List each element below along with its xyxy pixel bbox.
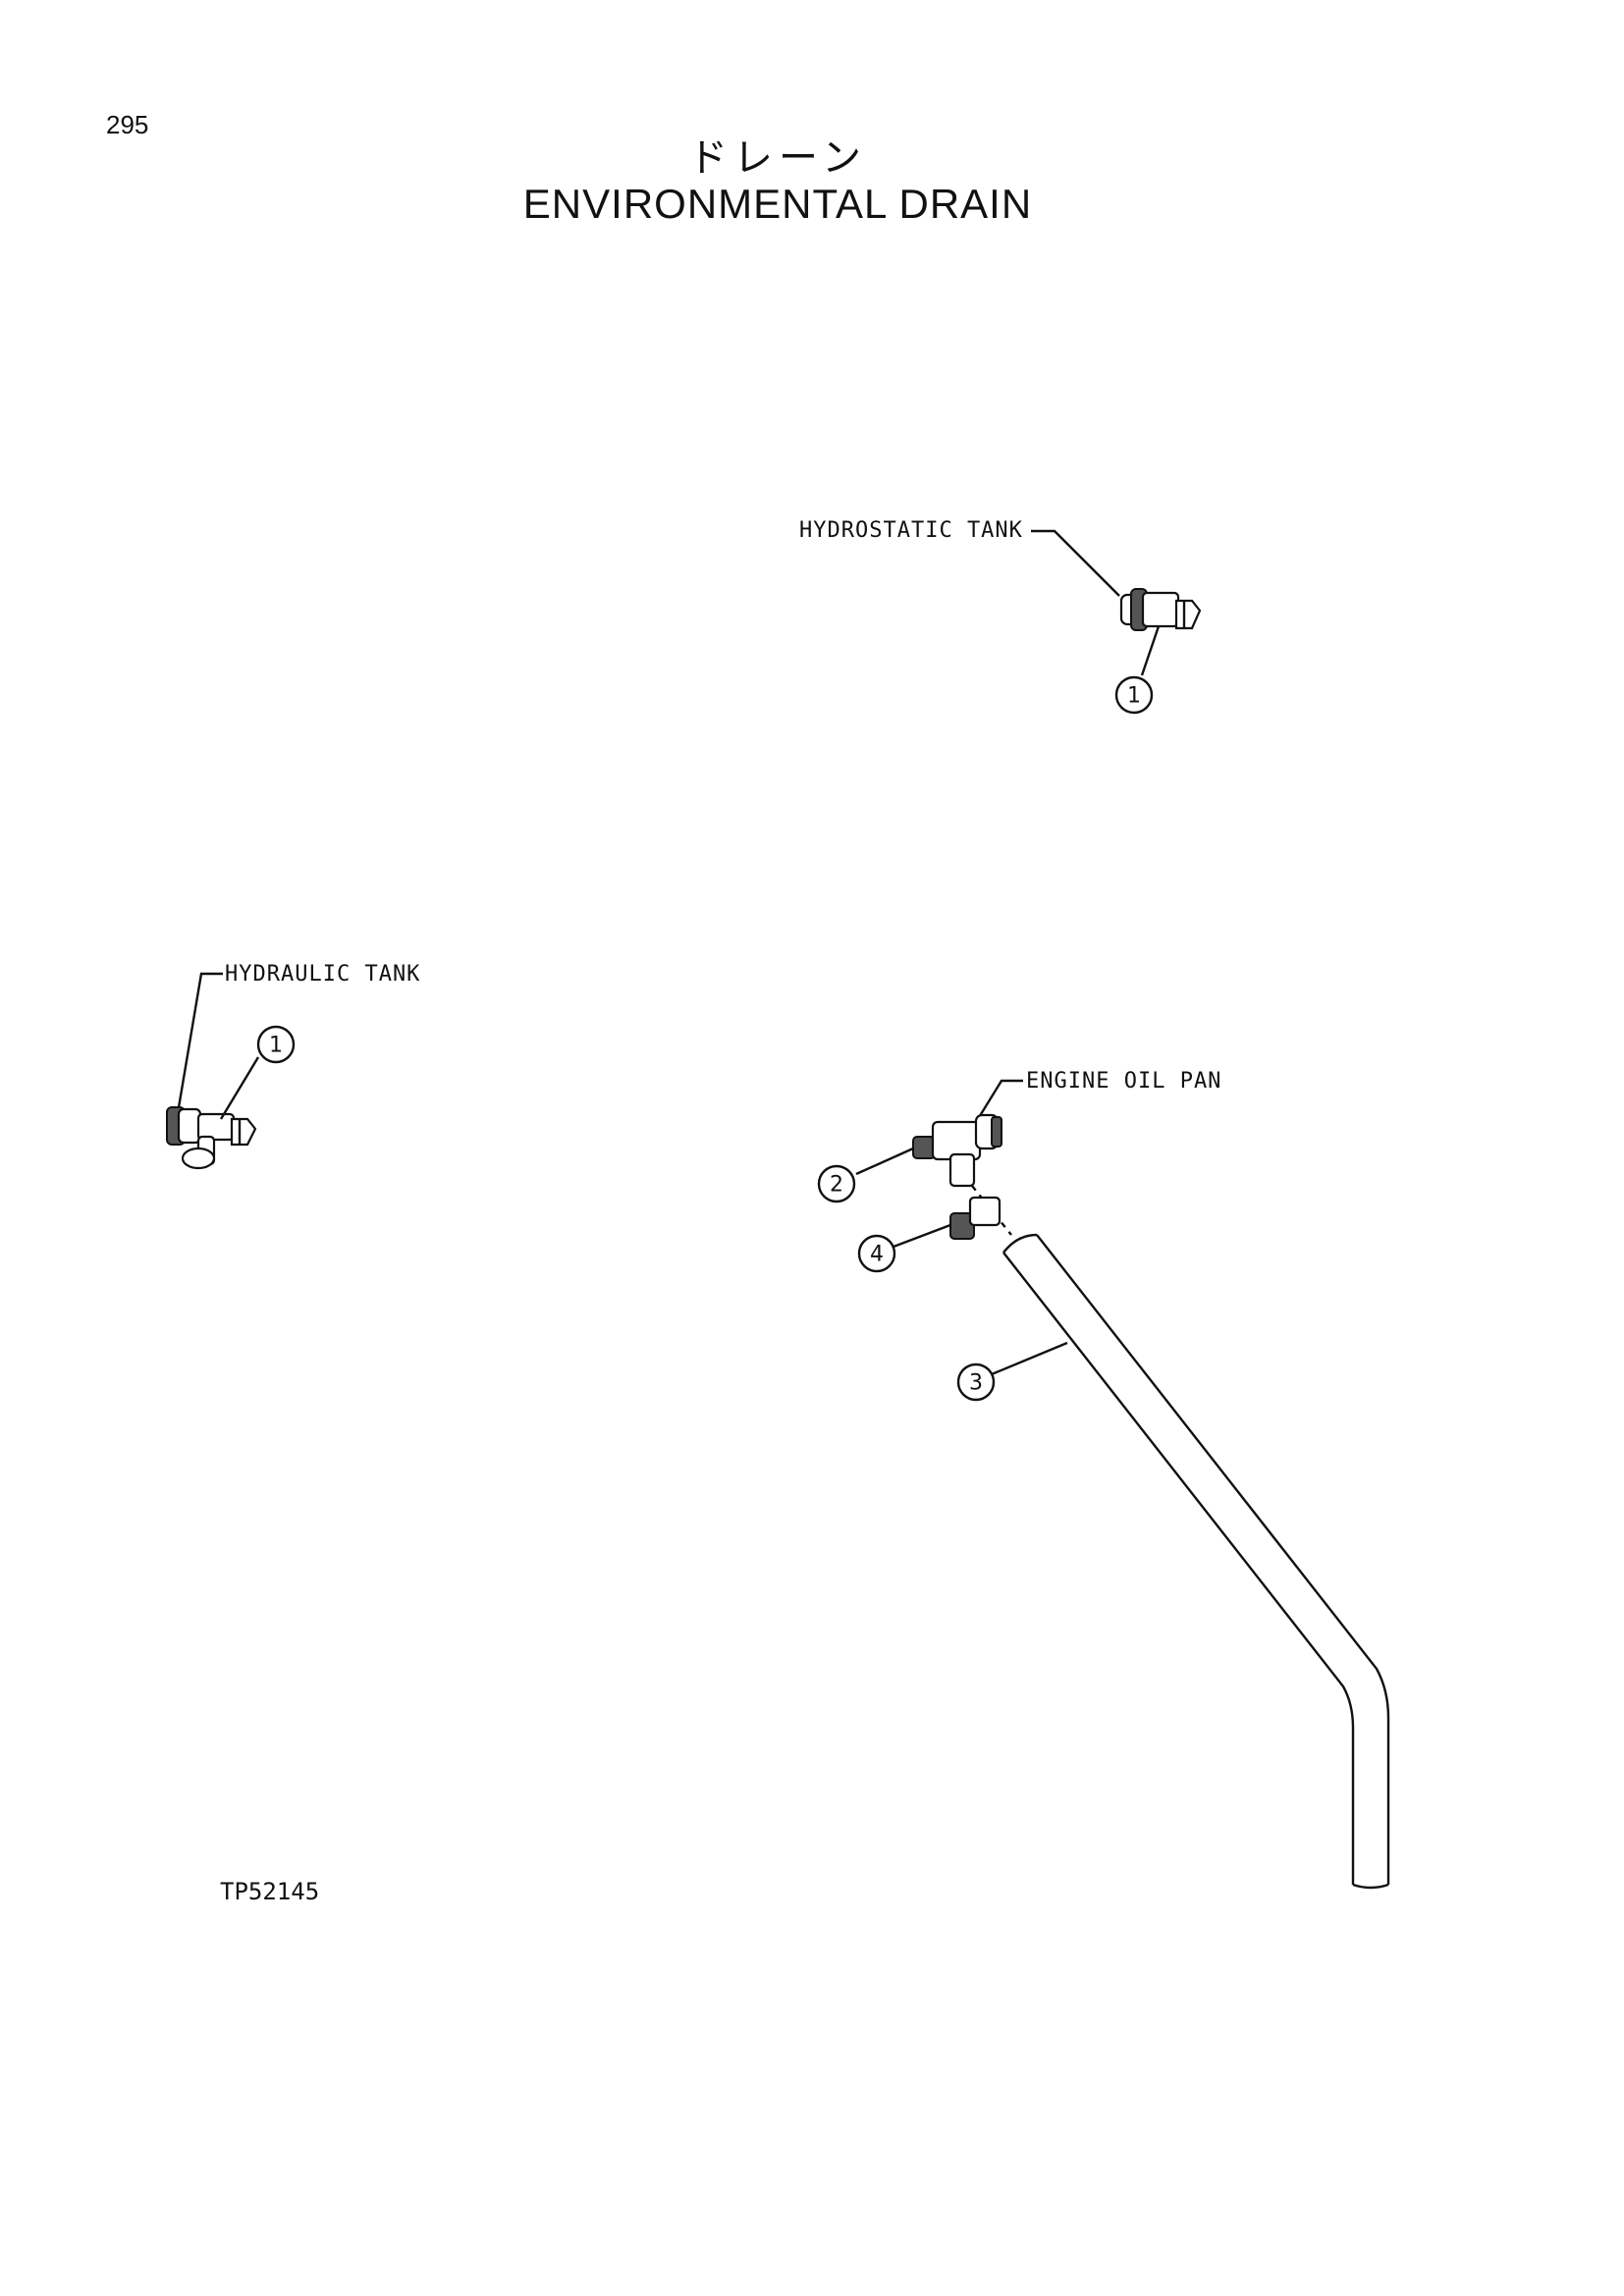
part-3-leader <box>991 1341 1068 1376</box>
part-3-callout: 3 <box>956 1362 996 1402</box>
assembly-dash-line <box>971 1185 1012 1236</box>
hydrostatic-leader-line <box>1031 529 1120 597</box>
part-1-left-callout: 1 <box>256 1025 296 1064</box>
part-2-leader <box>855 1147 914 1176</box>
drain-valve-top <box>1119 588 1202 631</box>
part-1-top-number: 1 <box>1127 684 1141 709</box>
drawing-code: TP52145 <box>220 1878 320 1905</box>
hydraulic-leader-line <box>175 972 223 1120</box>
part-4-leader <box>893 1223 951 1249</box>
part-2-callout: 2 <box>817 1164 856 1203</box>
engine-oil-pan-label: ENGINE OIL PAN <box>1026 1069 1222 1094</box>
engine-oil-pan-leader-line <box>976 1079 1023 1120</box>
part-1-left-leader <box>219 1056 260 1120</box>
part-1-top-leader <box>1140 625 1161 676</box>
drain-hose <box>1002 1233 1390 1890</box>
title-japanese: ドレーン <box>688 135 867 181</box>
part-1-top-callout: 1 <box>1114 675 1154 715</box>
part-4-number: 4 <box>870 1243 884 1267</box>
part-3-number: 3 <box>969 1371 983 1396</box>
part-2-number: 2 <box>830 1173 843 1198</box>
hydraulic-tank-label: HYDRAULIC TANK <box>225 962 421 987</box>
adapter-valve <box>912 1113 1002 1188</box>
page-number: 295 <box>106 110 149 139</box>
part-4-callout: 4 <box>857 1234 896 1273</box>
hydrostatic-tank-label: HYDROSTATIC TANK <box>799 518 1023 543</box>
hose-clamp <box>949 1196 1001 1240</box>
part-1-left-number: 1 <box>269 1034 283 1058</box>
title-english: ENVIRONMENTAL DRAIN <box>522 181 1033 227</box>
drain-valve-left <box>166 1106 257 1170</box>
